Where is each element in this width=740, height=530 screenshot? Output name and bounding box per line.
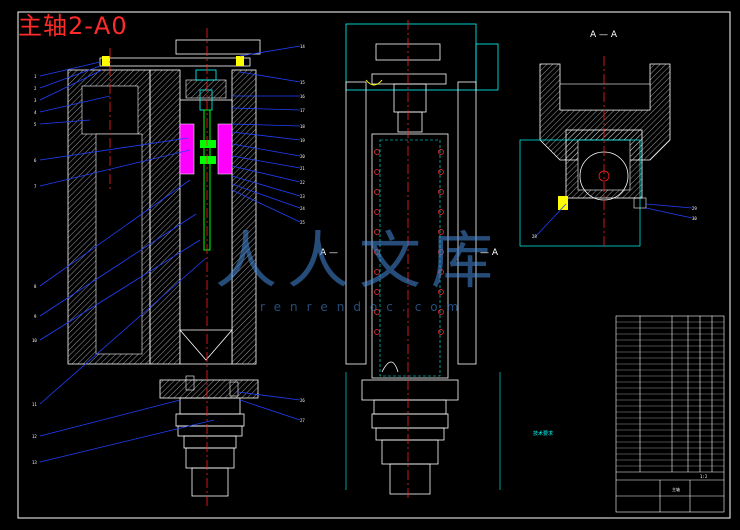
bom-rows xyxy=(616,321,724,467)
svg-text:13: 13 xyxy=(32,460,37,465)
svg-text:9: 9 xyxy=(34,314,37,319)
svg-text:7: 7 xyxy=(34,184,37,189)
svg-text:16: 16 xyxy=(300,94,305,99)
drawing-frame xyxy=(17,11,731,519)
watermark-text: 人人文库 xyxy=(215,224,504,297)
svg-text:17: 17 xyxy=(300,108,305,113)
svg-text:23: 23 xyxy=(300,194,305,199)
svg-text:8: 8 xyxy=(34,284,37,289)
title-block-text: 主轴 1:2 xyxy=(672,474,708,492)
svg-text:4: 4 xyxy=(34,110,37,115)
svg-text:29: 29 xyxy=(692,206,697,211)
section-label-top: A — A xyxy=(590,30,618,40)
svg-text:10: 10 xyxy=(32,338,37,343)
drawing-name: 主轴 xyxy=(672,486,680,492)
middle-view xyxy=(345,20,501,500)
svg-text:3: 3 xyxy=(34,98,37,103)
svg-text:2: 2 xyxy=(34,86,37,91)
svg-text:22: 22 xyxy=(300,180,305,185)
watermark-url: renrendoc.com xyxy=(260,300,468,314)
svg-text:30: 30 xyxy=(692,216,697,221)
tech-note: 技术要求 xyxy=(533,431,554,437)
right-section-view: 28 29 30 xyxy=(519,56,697,247)
svg-text:21: 21 xyxy=(300,166,305,171)
svg-text:6: 6 xyxy=(34,158,37,163)
svg-text:15: 15 xyxy=(300,80,305,85)
title-block xyxy=(615,315,725,513)
svg-text:18: 18 xyxy=(300,124,305,129)
svg-text:19: 19 xyxy=(300,138,305,143)
svg-text:1: 1 xyxy=(34,74,37,79)
svg-text:5: 5 xyxy=(34,122,37,127)
svg-text:26: 26 xyxy=(300,398,305,403)
drawing-scale: 1:2 xyxy=(700,474,708,479)
svg-text:12: 12 xyxy=(32,434,37,439)
section-label-left: A — xyxy=(320,248,339,258)
svg-text:27: 27 xyxy=(300,418,305,423)
drawing-title: 主轴2-A0 xyxy=(18,12,128,40)
left-leaders xyxy=(39,45,301,463)
svg-text:11: 11 xyxy=(32,402,37,407)
svg-text:28: 28 xyxy=(532,234,537,239)
svg-text:24: 24 xyxy=(300,206,305,211)
svg-text:20: 20 xyxy=(300,154,305,159)
section-label-right: — A xyxy=(480,248,499,258)
svg-text:14: 14 xyxy=(300,44,305,49)
svg-text:25: 25 xyxy=(300,220,305,225)
